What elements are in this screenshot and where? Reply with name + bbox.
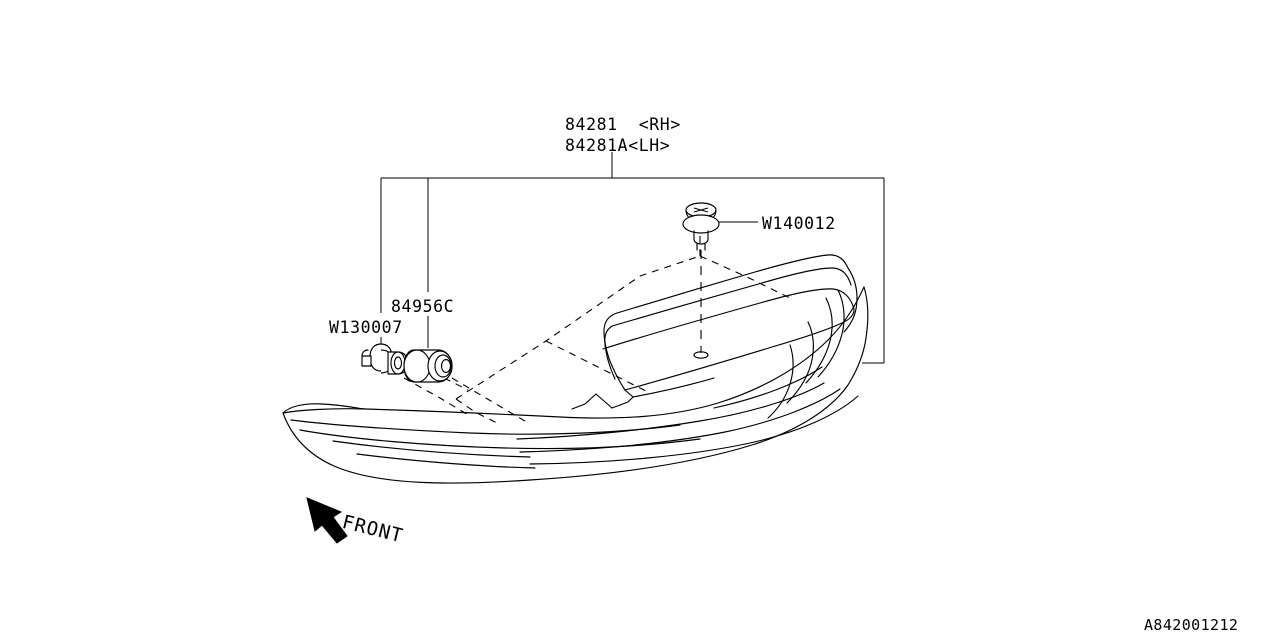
grommet-84956c-icon (403, 349, 531, 425)
front-direction-arrow (306, 497, 348, 544)
callout-label-spoiler-rh: 84281 <RH> (565, 115, 681, 134)
assembly-bracket (380, 152, 885, 364)
clip-w140012-icon (682, 202, 758, 359)
hidden-construction-lines (443, 215, 791, 424)
clip-w130007-icon (361, 343, 471, 417)
blade-body-joint (571, 377, 715, 410)
callout-label-grommet-84956c: 84956C (391, 297, 455, 316)
callout-label-clip-w130007: W130007 (329, 318, 403, 337)
callout-label-spoiler-lh: 84281A<LH> (565, 136, 671, 155)
callout-label-clip-w140012: W140012 (762, 214, 836, 233)
spoiler-body-outline (282, 286, 869, 484)
spoiler-right-end-contours (767, 289, 845, 419)
spoiler-upper-blade (602, 254, 858, 391)
spoiler-body-contours (290, 366, 859, 469)
diagram-id-label: A842001212 (1144, 616, 1239, 634)
